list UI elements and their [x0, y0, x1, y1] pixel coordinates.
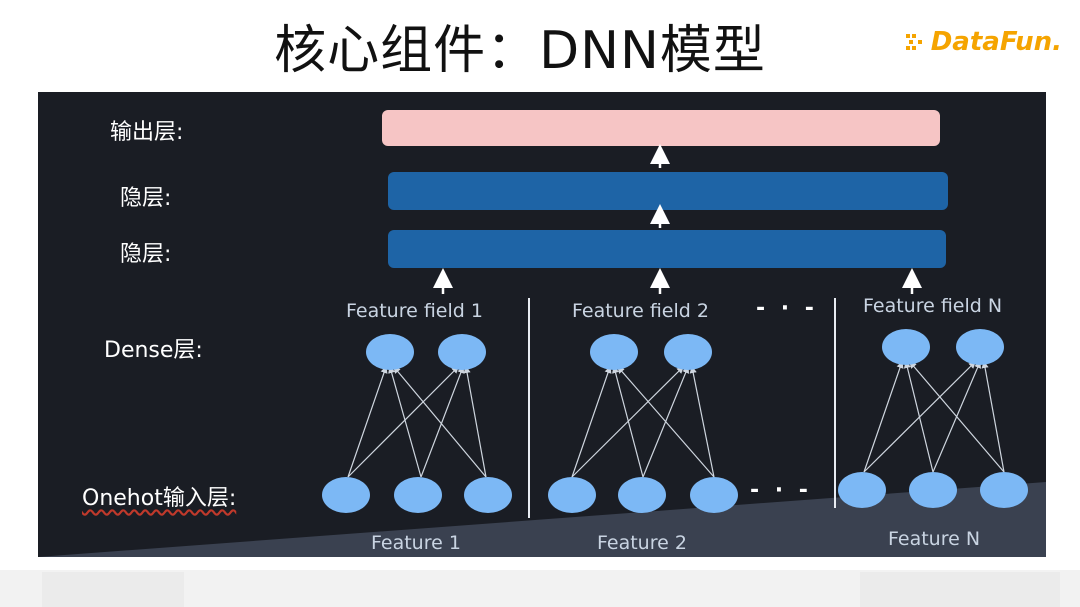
feature-label-2: Feature 2 [597, 532, 687, 554]
onehot-node [394, 477, 442, 513]
dense-nodes [366, 329, 1004, 370]
connections-field-1 [347, 365, 487, 478]
layer-arrows [433, 144, 922, 294]
hidden-layer-bar-2 [388, 230, 946, 268]
onehot-node [548, 477, 596, 513]
feature-label-1: Feature 1 [371, 532, 461, 554]
group-separator-1 [528, 298, 530, 518]
network-graph [322, 144, 1028, 513]
onehot-node [464, 477, 512, 513]
onehot-node [909, 472, 957, 508]
dense-node [664, 334, 712, 370]
dense-layer-label: Dense层: [104, 338, 203, 363]
feature-label-n: Feature N [888, 528, 981, 550]
dense-node [590, 334, 638, 370]
onehot-layer-label: Onehot输入层: [82, 486, 237, 511]
dense-node [882, 329, 930, 365]
onehot-node [618, 477, 666, 513]
footer-box-left [42, 572, 184, 607]
dense-node [438, 334, 486, 370]
fields-ellipsis: - · - [756, 296, 818, 321]
panel-shading [38, 482, 1046, 557]
slide-title: 核心组件：DNN模型 [274, 21, 766, 81]
logo-text: DataFun. [930, 27, 1062, 57]
inputs-ellipsis: - · - [750, 478, 812, 503]
dnn-diagram-panel: 输出层: 隐层: 隐层: Dense层: Onehot输入层: [38, 92, 1046, 557]
connections-field-n [863, 360, 1005, 473]
dense-node [366, 334, 414, 370]
connections-field-2 [571, 365, 715, 478]
hidden-layer-bar-1 [388, 172, 948, 210]
feature-field-label-2: Feature field 2 [572, 300, 709, 322]
datafun-logo: DataFun. [905, 22, 1062, 62]
onehot-node [838, 472, 886, 508]
hidden-layer-label-1: 隐层: [120, 186, 172, 211]
hidden-layer-label-2: 隐层: [120, 242, 172, 267]
onehot-node [322, 477, 370, 513]
onehot-node [980, 472, 1028, 508]
logo-dots-icon [905, 34, 922, 50]
feature-field-label-1: Feature field 1 [346, 300, 483, 322]
feature-field-label-n: Feature field N [863, 295, 1003, 317]
onehot-node [690, 477, 738, 513]
group-separator-2 [834, 298, 836, 508]
footer-box-right [860, 572, 1060, 607]
onehot-nodes [322, 472, 1028, 513]
output-layer-label: 输出层: [110, 120, 184, 145]
output-layer-bar [382, 110, 940, 146]
dense-node [956, 329, 1004, 365]
